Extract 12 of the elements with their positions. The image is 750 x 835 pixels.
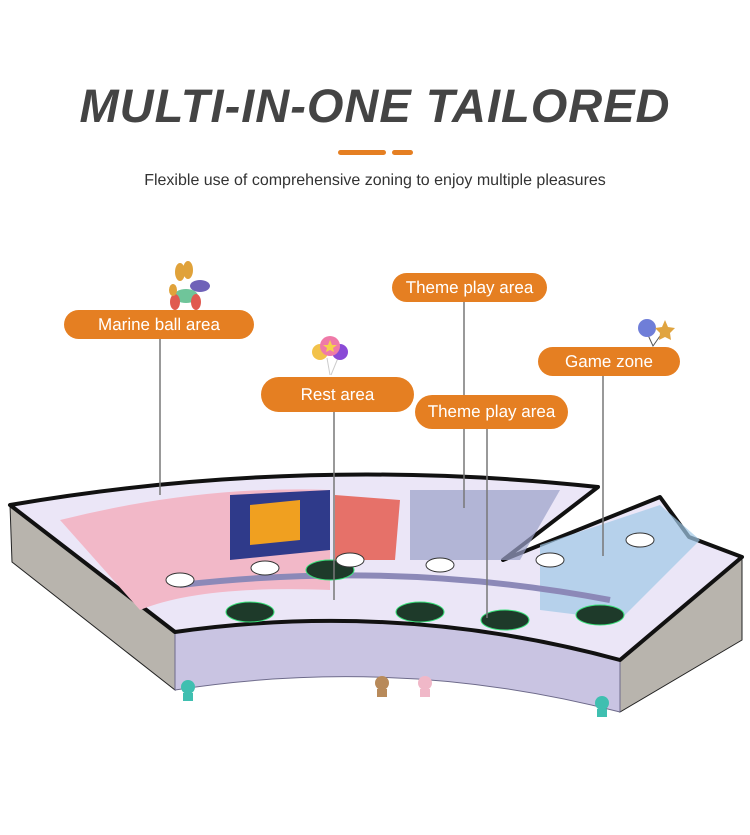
leader-line (602, 376, 604, 556)
leader-line (486, 429, 488, 618)
leader-line (463, 302, 465, 508)
leader-line (333, 412, 335, 600)
title: MULTI-IN-ONE TAILORED (78, 78, 672, 134)
zone-label: Theme play area (415, 395, 568, 429)
zone-label: Marine ball area (64, 310, 254, 339)
leader-line (159, 339, 161, 495)
zone-label: Rest area (261, 377, 414, 412)
zone-label: Game zone (538, 347, 680, 376)
subtitle: Flexible use of comprehensive zoning to enjoy multiple pleasures (143, 172, 607, 190)
zone-label: Theme play area (392, 273, 547, 302)
